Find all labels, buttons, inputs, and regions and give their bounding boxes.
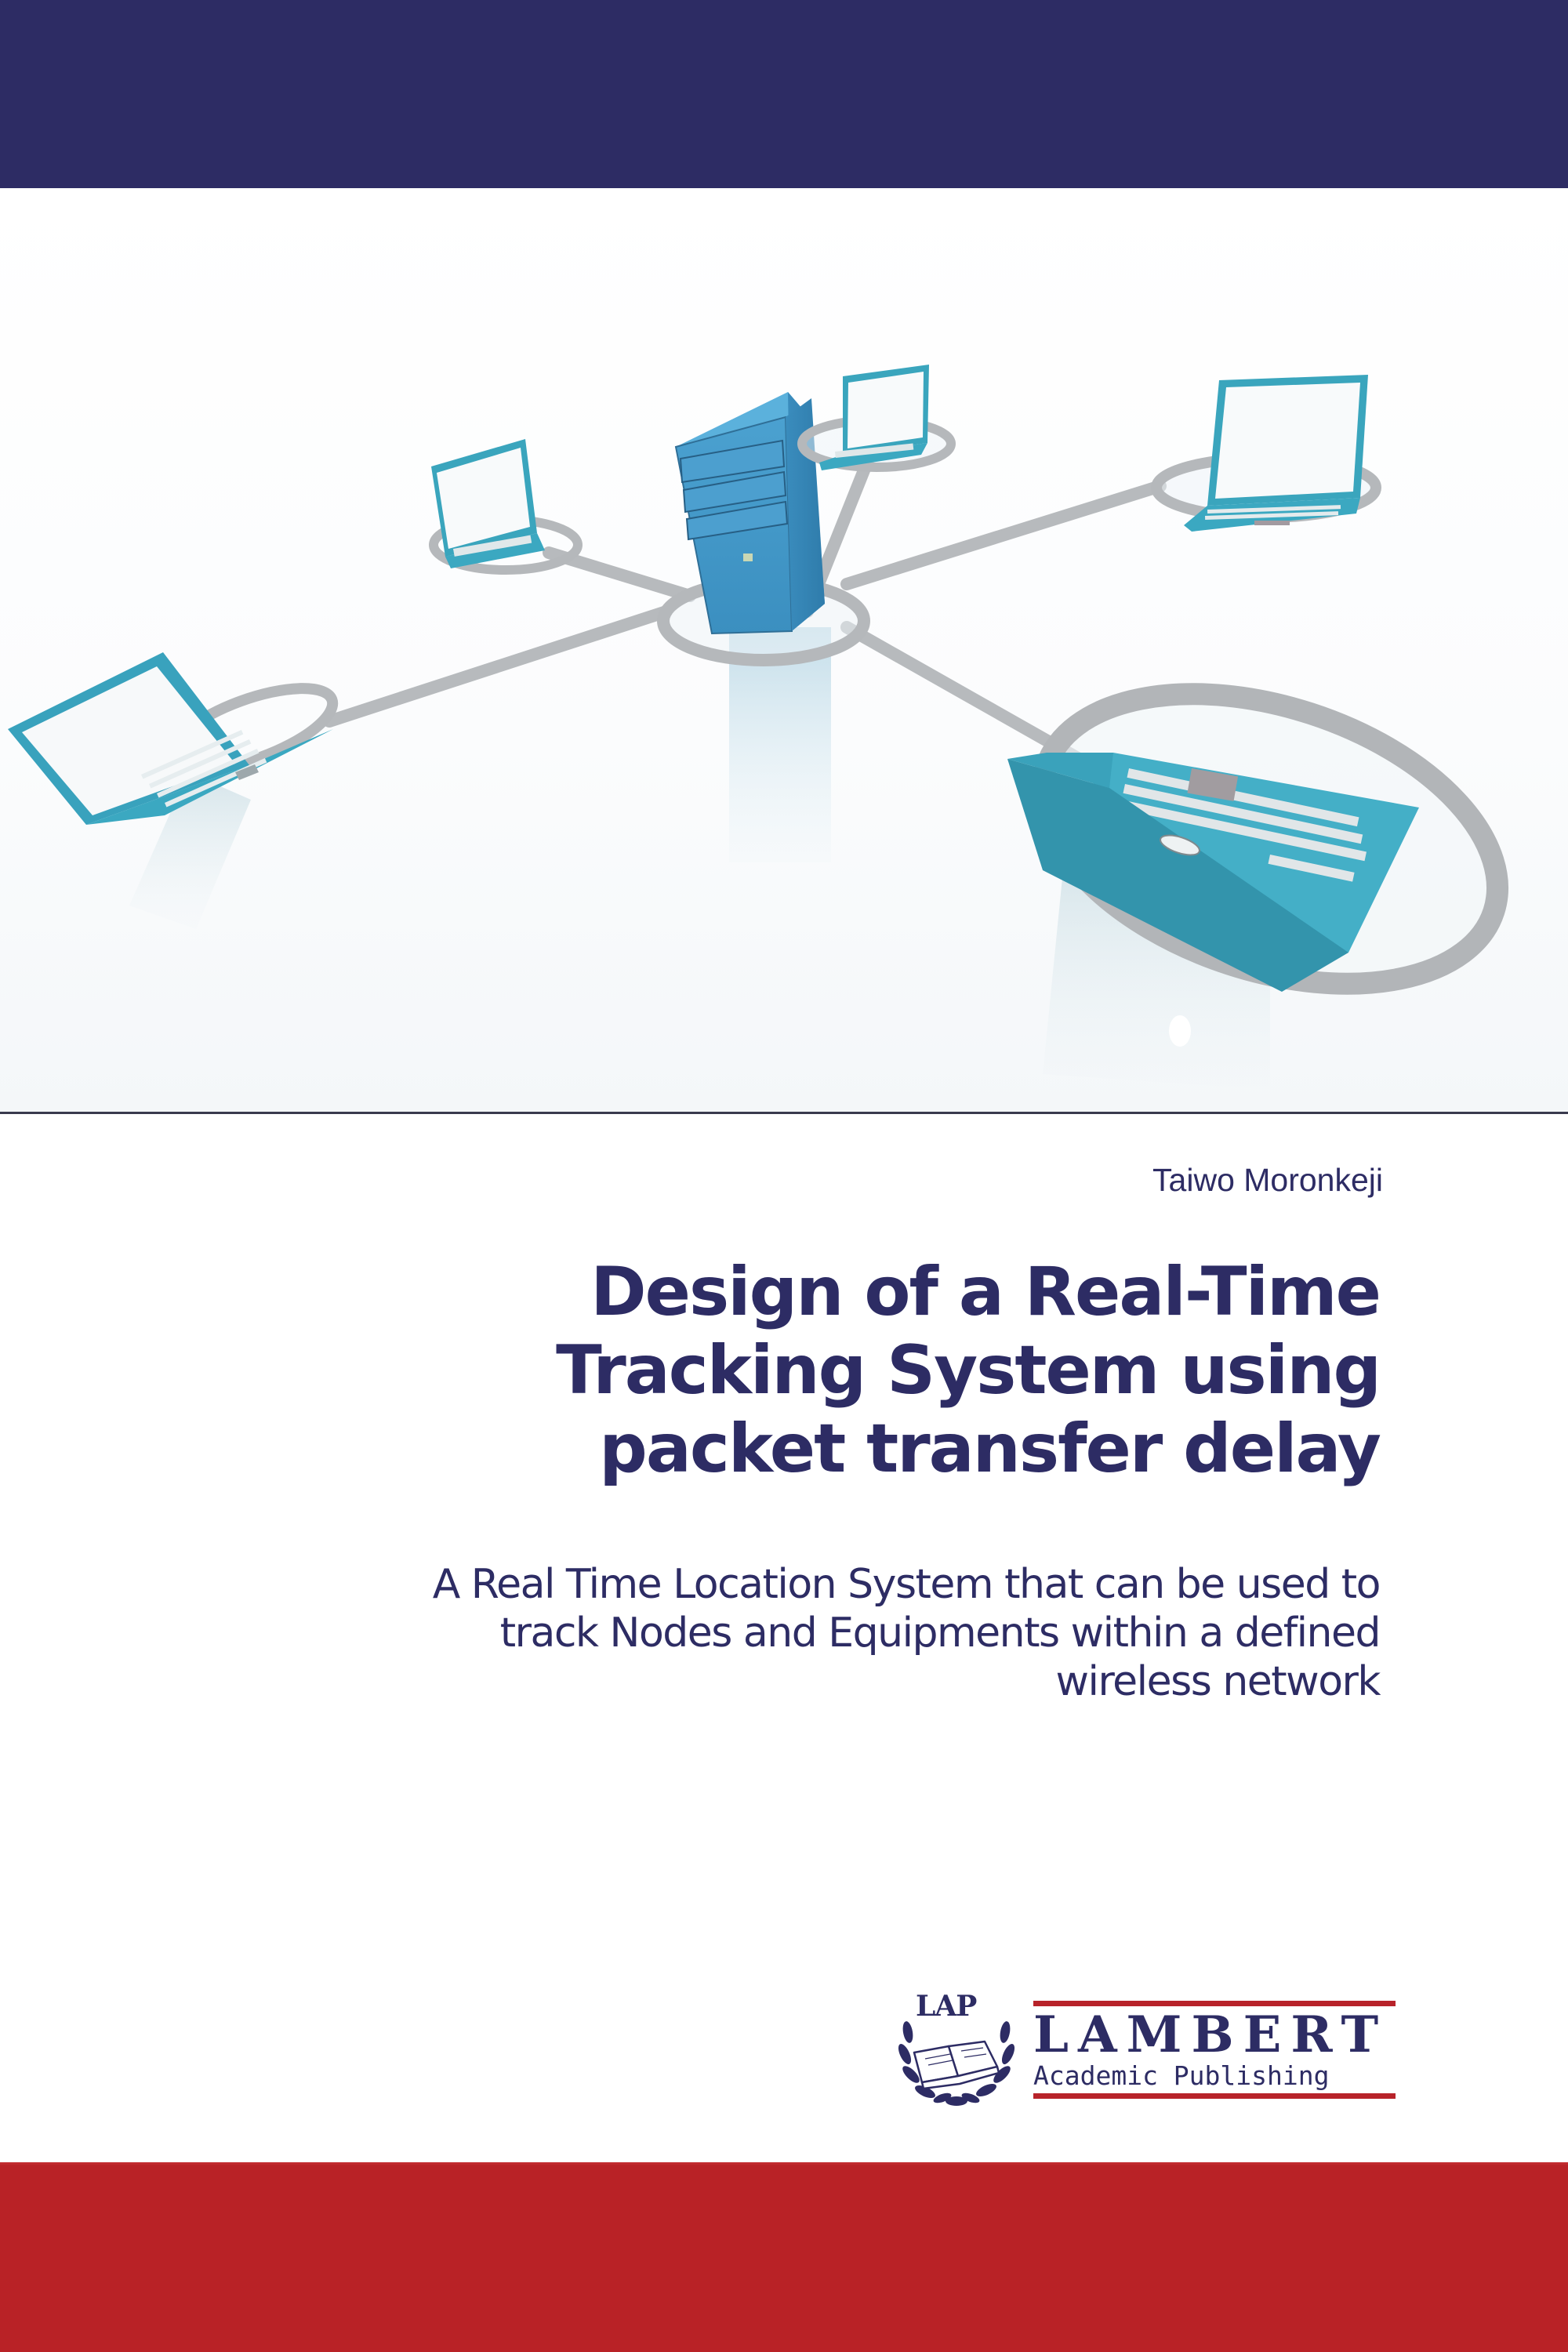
- laptop-icon-left: [8, 652, 339, 929]
- publisher-wordmark: LAMBERT Academic Publishing: [1033, 1993, 1396, 2103]
- title-line: Design of a Real-Time: [590, 1253, 1381, 1331]
- publisher-rule-top: [1033, 2001, 1396, 2006]
- laptop-icon-top-center: [797, 365, 956, 472]
- publisher-logo: LAP LAMBERT Academic Publishing: [894, 1984, 1403, 2109]
- cover-divider: [0, 1112, 1568, 1114]
- title-line: packet transfer delay: [599, 1410, 1381, 1488]
- bottom-color-band: [0, 2162, 1568, 2352]
- laptop-icon-upper-right: [1151, 375, 1381, 532]
- laptop-icon-upper-left: [429, 439, 583, 575]
- author-name: Taiwo Moronkeji: [1152, 1162, 1383, 1198]
- publisher-tagline: Academic Publishing: [1033, 2060, 1330, 2091]
- network-illustration: [0, 188, 1568, 1113]
- subtitle-line: wireless network: [1055, 1658, 1381, 1705]
- title-line: Tracking System using: [556, 1331, 1381, 1410]
- server-reflection: [729, 627, 831, 862]
- publisher-rule-bottom: [1033, 2093, 1396, 2099]
- book-title: Design of a Real-Time Tracking System us…: [204, 1253, 1381, 1488]
- laptop-icon-lower-right: [1007, 683, 1509, 1090]
- lap-emblem-text: LAP: [916, 1990, 977, 2023]
- subtitle-line: track Nodes and Equipments within a defi…: [499, 1610, 1381, 1657]
- top-color-band: [0, 0, 1568, 188]
- laurel-book-emblem-icon: LAP: [894, 1984, 1019, 2109]
- book-subtitle: A Real Time Location System that can be …: [204, 1560, 1381, 1706]
- publisher-name: LAMBERT: [1033, 2005, 1388, 2064]
- subtitle-line: A Real Time Location System that can be …: [432, 1561, 1381, 1608]
